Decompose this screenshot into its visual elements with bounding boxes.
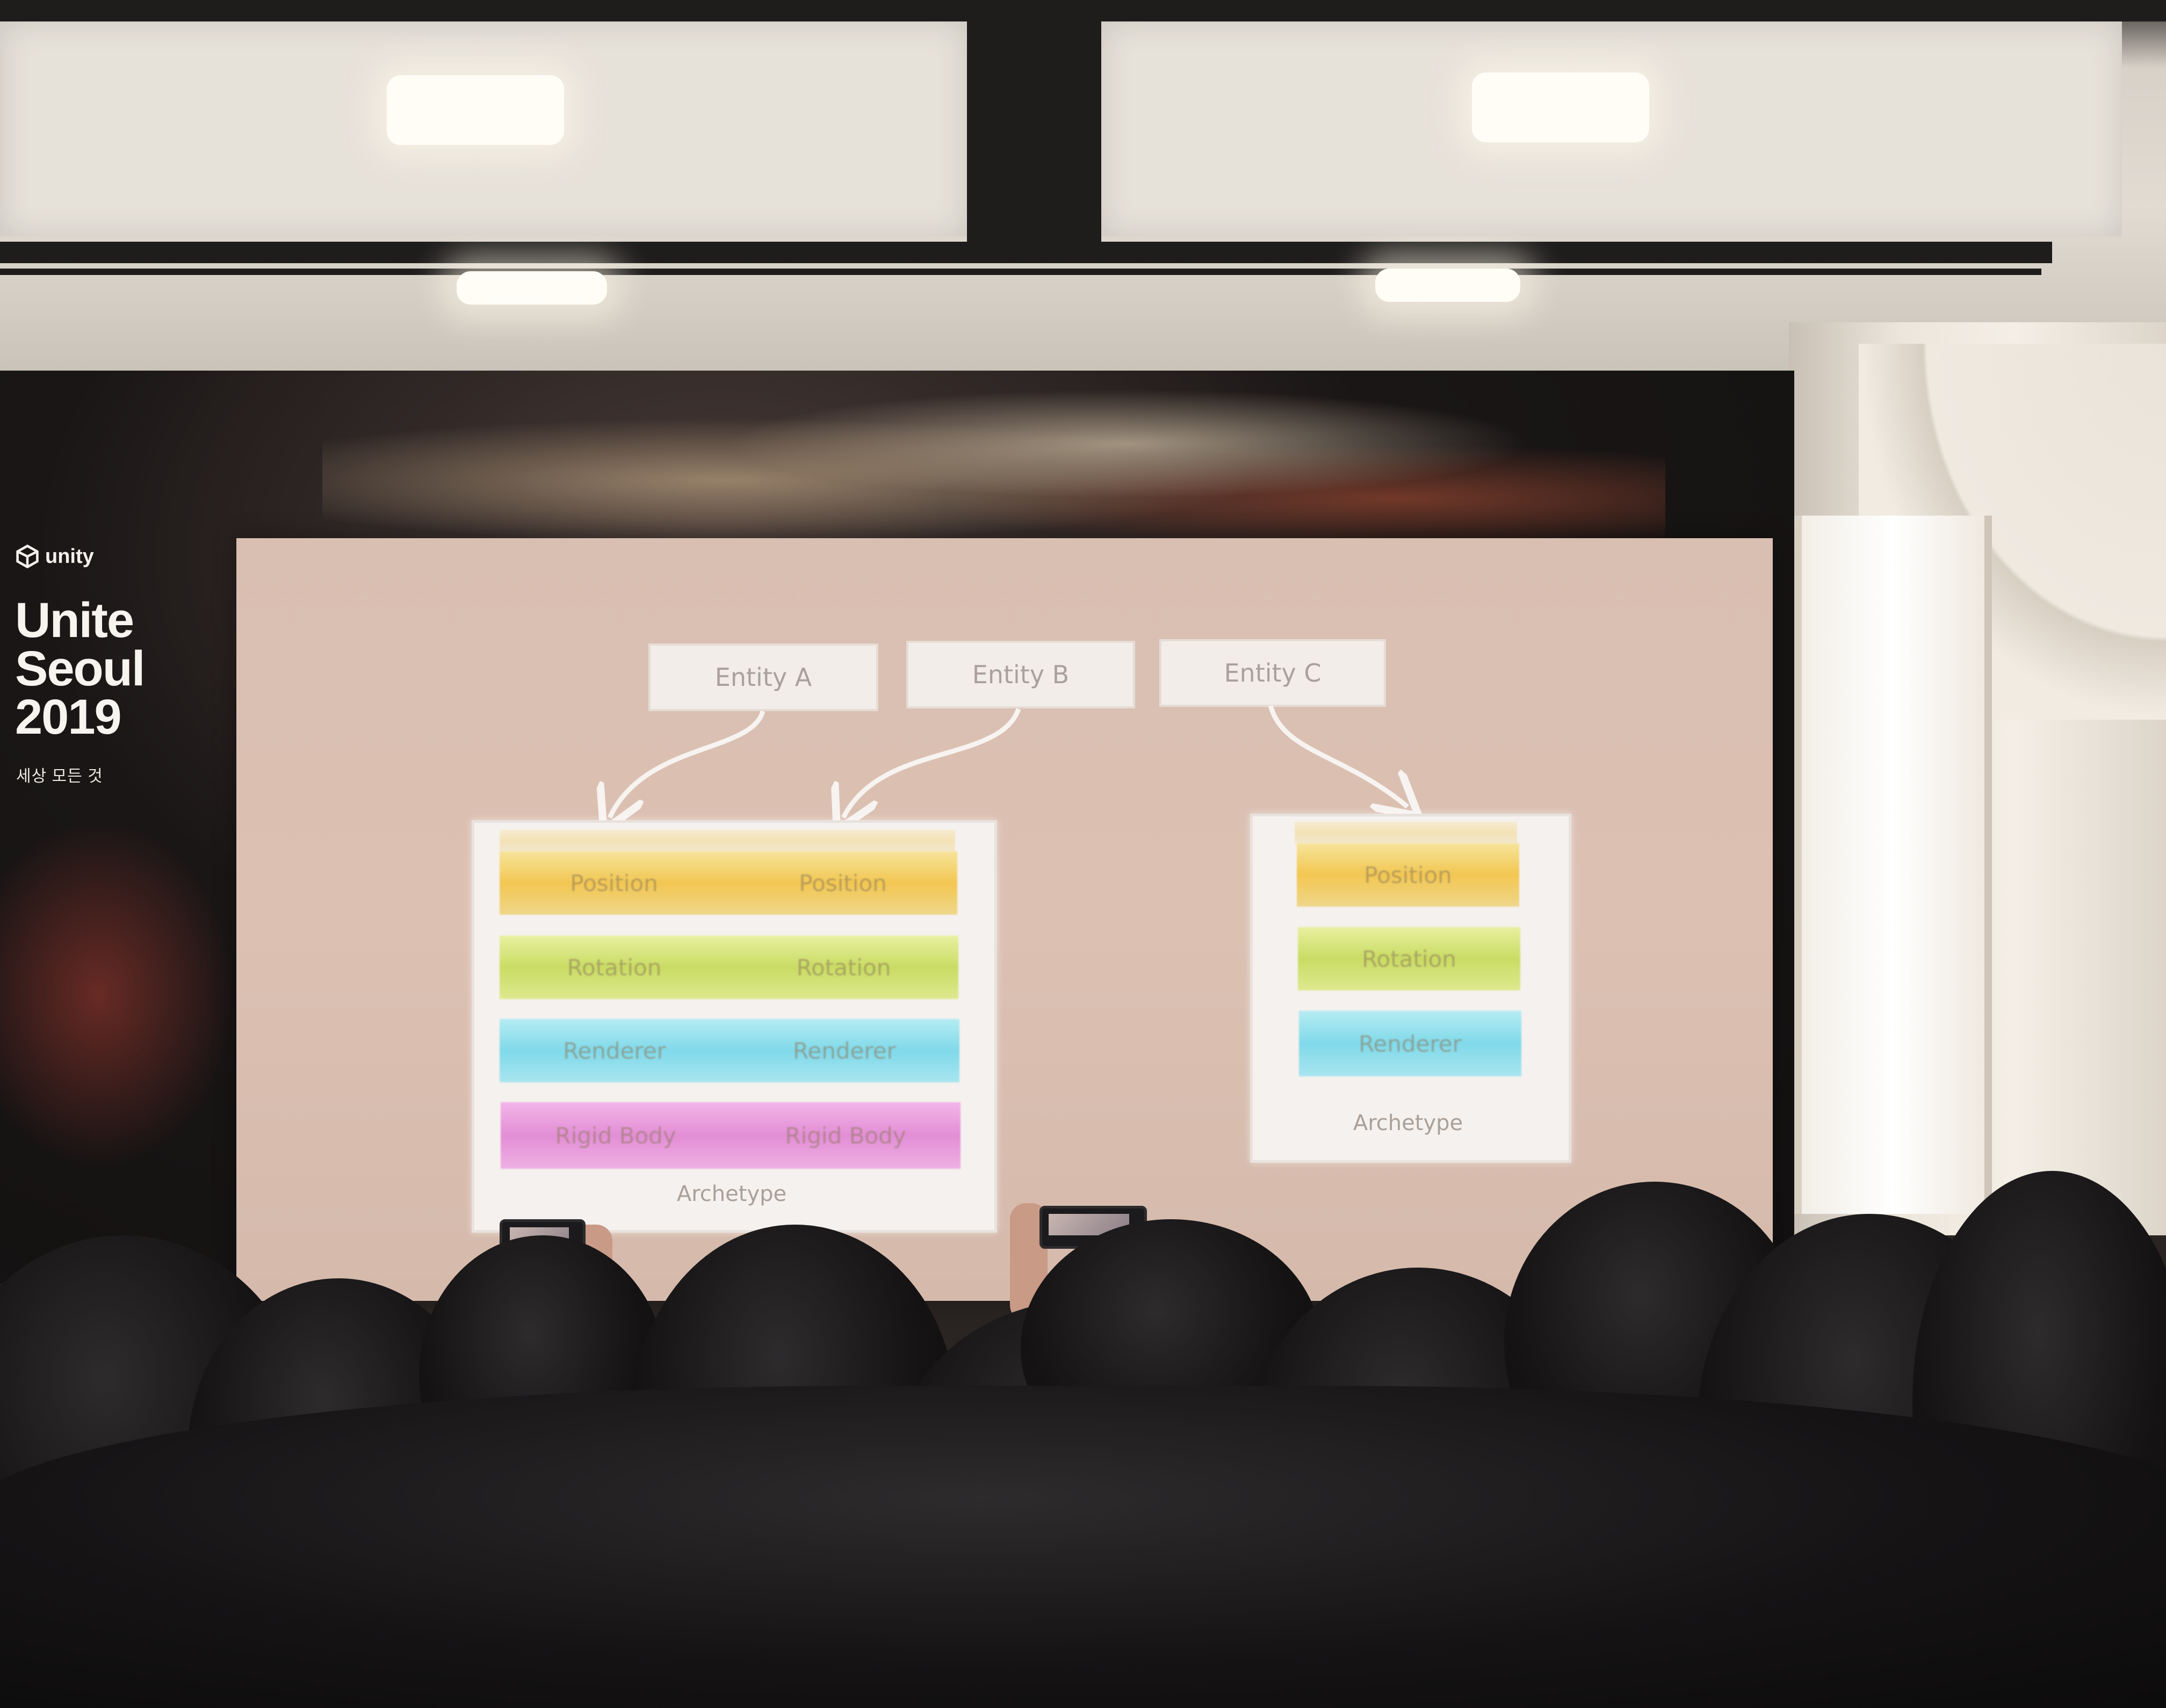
ceiling-light [387,75,564,145]
event-title: Unite Seoul 2019 [15,593,208,744]
component-bar-rotation: Rotation Rotation [500,936,958,999]
component-label: Rigid Body [785,1122,906,1149]
component-bar-position: Position [1297,843,1519,907]
archetype-label: Archetype [676,1182,787,1206]
backdrop-artwork [322,371,1665,553]
backdrop-artwork-glow [0,806,247,1182]
entity-label: Entity B [972,660,1070,689]
component-label: Renderer [793,1037,896,1064]
component-label: Renderer [563,1037,666,1064]
component-bar-rotation: Rotation [1298,927,1520,990]
ceiling-beam [0,0,2166,21]
component-bar-ghost [500,830,955,851]
component-bar-position: Position Position [500,851,957,915]
entity-label: Entity C [1224,658,1322,687]
component-bar-renderer: Renderer Renderer [500,1019,959,1082]
ceiling-beam [967,0,1101,247]
unity-cube-icon [16,544,39,569]
component-bar-ghost [1295,822,1517,843]
ceiling-light [1375,269,1520,302]
component-label: Rigid Body [555,1122,676,1149]
unity-logo: unity [15,542,94,570]
audience-head [0,1386,2166,1708]
event-tagline: 세상 모든 것 [16,768,103,785]
component-label: Rotation [1362,945,1456,972]
event-title-line: 2019 [15,690,122,744]
ceiling-light [457,271,607,305]
archetype-label: Archetype [1353,1111,1463,1135]
component-label: Position [1364,862,1452,888]
entity-label: Entity A [714,663,812,692]
event-title-line: Seoul [15,641,145,696]
light-rail [0,242,2052,263]
component-bar-renderer: Renderer [1299,1011,1521,1076]
component-label: Rotation [567,954,662,981]
component-label: Position [799,870,887,896]
entity-c-box: Entity C [1159,639,1386,707]
event-title-line: Unite [15,593,134,648]
component-label: Rotation [796,954,891,981]
entity-a-box: Entity A [648,643,878,711]
component-label: Renderer [1359,1030,1462,1057]
light-rail [0,269,2041,275]
entity-b-box: Entity B [906,641,1135,708]
unity-logo-text: unity [45,545,94,568]
component-bar-rigid-body: Rigid Body Rigid Body [501,1102,961,1169]
window [1794,516,1992,1214]
ceiling-light [1472,73,1649,142]
component-label: Position [570,870,658,896]
